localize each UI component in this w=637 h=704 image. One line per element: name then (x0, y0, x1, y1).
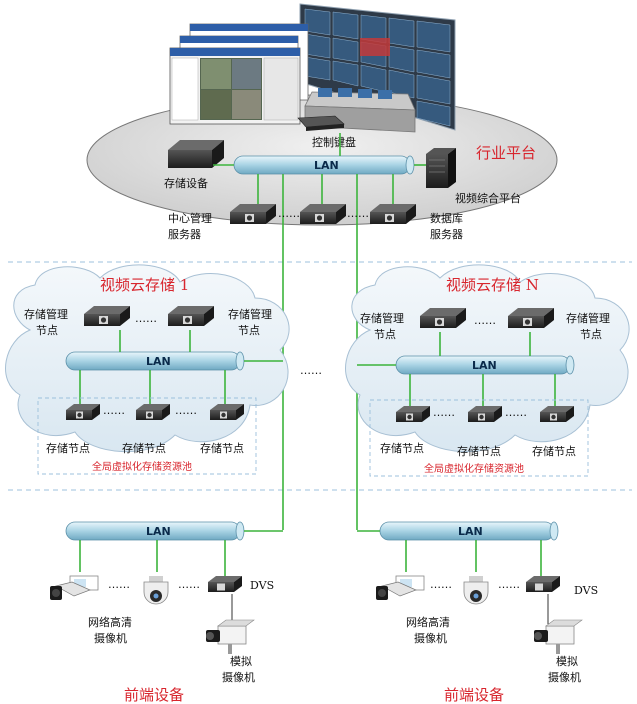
cloud-right-mgmt-right-line1: 存储管理 (566, 311, 610, 325)
cloud-right-links (357, 332, 556, 406)
cloud-left-storage-node-2-icon (136, 404, 170, 420)
front-left-dots-2: …… (178, 578, 200, 591)
front-left-lan (65, 521, 245, 541)
front-right-title: 前端设备 (444, 686, 504, 704)
cloud-left-pool-label: 全局虚拟化存储资源池 (92, 460, 192, 473)
center-server-label-line2: 服务器 (168, 228, 201, 241)
cloud-left-storage-node-3-icon (210, 404, 244, 420)
front-right-dvs-icon (526, 576, 560, 592)
cloud-right-mgmt-left-line2: 节点 (374, 328, 396, 341)
front-right-dome-camera-icon (463, 575, 489, 605)
cloud-right-dots-nodes-1: …… (433, 406, 455, 419)
cloud-left-dots-nodes-1: …… (103, 404, 125, 417)
cloud-right-node-3-label: 存储节点 (532, 444, 576, 458)
cloud-right-storage-node-2-icon (468, 406, 502, 422)
front-right-lan (379, 521, 559, 541)
storage-device-icon (168, 140, 224, 168)
front-right-analog-camera-line1: 模拟 (556, 654, 578, 668)
cloud-right-mgmt-node-left-icon (420, 308, 466, 328)
cloud-left-node-1-label: 存储节点 (46, 441, 90, 455)
cloud-right-node-1-label: 存储节点 (380, 441, 424, 455)
platform-lan-label: LAN (314, 159, 339, 172)
front-left-hd-camera-icon (49, 575, 99, 601)
front-left-title: 前端设备 (124, 686, 184, 704)
platform-title: 行业平台 (476, 144, 536, 162)
cloud-left-dots-nodes-2: …… (175, 404, 197, 417)
front-right-lan-label: LAN (458, 525, 483, 538)
client-software-screens-icon (169, 23, 309, 125)
cloud-right-lan-label: LAN (472, 359, 497, 372)
cloud-right-mgmt-node-right-icon (508, 308, 554, 328)
cloud-left-pool-box (37, 397, 257, 475)
dots-servers-right: …… (347, 207, 369, 220)
cloud-left-mgmt-node-left-icon (84, 306, 130, 326)
cloud-right-pool-label: 全局虚拟化存储资源池 (424, 462, 524, 475)
cloud-left-lan-label: LAN (146, 355, 171, 368)
front-right-hd-camera-line1: 网络高清 (406, 615, 450, 629)
cloud-left-mgmt-right-line2: 节点 (238, 324, 260, 337)
center-server-label-line1: 中心管理 (168, 211, 212, 225)
front-left-hd-camera-line1: 网络高清 (88, 615, 132, 629)
middle-server-icon (300, 204, 346, 224)
storage-device-label: 存储设备 (164, 176, 208, 190)
front-right-dots-2: …… (498, 578, 520, 591)
video-wall-icon (299, 3, 456, 131)
cloud-left-mgmt-node-right-icon (168, 306, 214, 326)
front-right-links (357, 530, 542, 576)
cloud-left-node-3-label: 存储节点 (200, 441, 244, 455)
video-platform-icon (426, 148, 456, 188)
front-right-dots-1: …… (430, 578, 452, 591)
cloud-left-node-2-label: 存储节点 (122, 441, 166, 455)
cloud-right-storage-node-3-icon (540, 406, 574, 422)
front-left-dots-1: …… (108, 578, 130, 591)
front-right-analog-camera-icon (533, 619, 583, 655)
cloud-left-mgmt-left-line2: 节点 (36, 324, 58, 337)
video-platform-label: 视频综合平台 (455, 191, 521, 205)
front-left-analog-camera-line2: 摄像机 (222, 670, 255, 684)
control-keyboard-label: 控制键盘 (312, 135, 356, 149)
cloud-right-title: 视频云存储 N (446, 276, 539, 294)
cloud-left-links (79, 330, 283, 404)
cloud-left-mgmt-left-line1: 存储管理 (24, 307, 68, 321)
front-left-links (79, 530, 283, 576)
center-server-icon (230, 204, 276, 224)
db-server-label-line1: 数据库 (430, 211, 463, 225)
cloud-left-lan (65, 351, 245, 371)
front-right-analog-camera-line2: 摄像机 (548, 670, 581, 684)
cloud-left-storage-node-1-icon (66, 404, 100, 420)
front-left-dvs-label: DVS (250, 579, 274, 592)
cloud-right-storage-node-1-icon (396, 406, 430, 422)
cloud-left-title: 视频云存储 1 (100, 276, 189, 294)
front-left-analog-camera-icon (205, 619, 255, 655)
cloud-right-dots-mgmt: …… (474, 314, 496, 327)
cloud-right-mgmt-left-line1: 存储管理 (360, 311, 404, 325)
front-left-dvs-icon (208, 576, 242, 592)
cloud-right-pool-box (369, 399, 589, 477)
front-right-hd-camera-icon (375, 575, 425, 601)
cloud-left-mgmt-right-line1: 存储管理 (228, 307, 272, 321)
db-server-label-line2: 服务器 (430, 228, 463, 241)
dots-between-clouds: …… (300, 364, 322, 377)
cloud-left-dots-mgmt: …… (135, 312, 157, 325)
cloud-right-dots-nodes-2: …… (505, 406, 527, 419)
front-left-lan-label: LAN (146, 525, 171, 538)
control-keyboard-icon (297, 115, 345, 131)
front-left-dome-camera-icon (143, 575, 169, 605)
cloud-right-node-2-label: 存储节点 (457, 444, 501, 458)
front-left-hd-camera-line2: 摄像机 (94, 631, 127, 645)
front-left-analog-camera-line1: 模拟 (230, 654, 252, 668)
front-right-dvs-label: DVS (574, 584, 598, 597)
dots-servers-left: …… (278, 207, 300, 220)
db-server-icon (370, 204, 416, 224)
front-right-hd-camera-line2: 摄像机 (414, 631, 447, 645)
cloud-right-mgmt-right-line2: 节点 (580, 328, 602, 341)
